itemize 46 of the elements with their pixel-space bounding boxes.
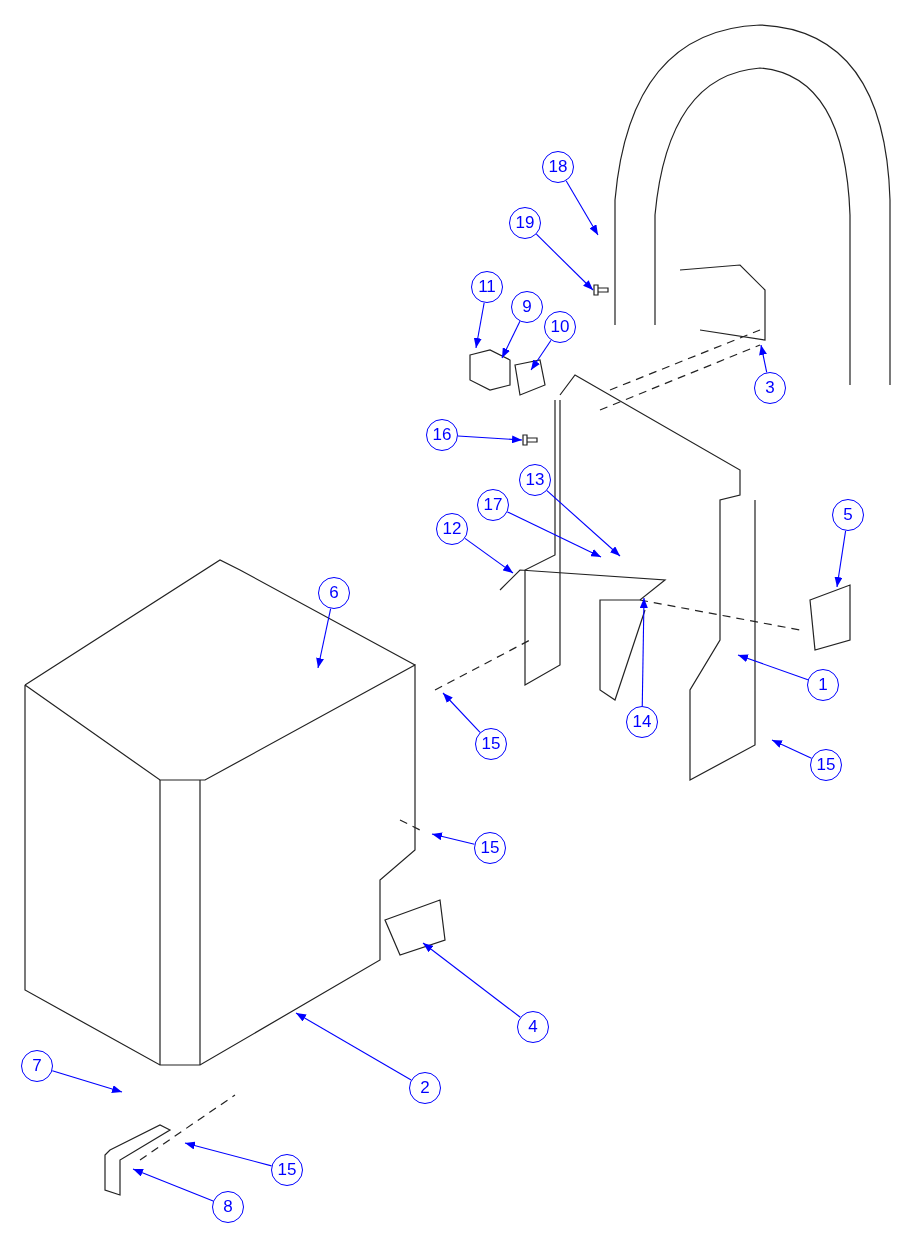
callout-number: 14 (626, 706, 658, 738)
callout-number: 17 (477, 489, 509, 521)
leader-line (639, 597, 648, 707)
leader-line (530, 339, 552, 371)
callout-number: 12 (436, 513, 468, 545)
callout-number: 6 (318, 577, 350, 609)
callout-number: 3 (754, 372, 786, 404)
leader-line (834, 530, 847, 588)
callout-number: 18 (542, 151, 574, 183)
leader-line (473, 302, 485, 349)
leader-line (464, 537, 514, 574)
callout-number: 15 (474, 832, 506, 864)
leader-line (51, 1070, 123, 1093)
screw-drawing (593, 284, 609, 296)
callout-number: 19 (509, 207, 541, 239)
callout-number: 2 (409, 1072, 441, 1104)
leader-line (737, 654, 809, 681)
leader-line (295, 1012, 412, 1081)
leader-line (759, 344, 768, 373)
leader-line (316, 608, 332, 669)
callout-number: 9 (511, 291, 543, 323)
callout-number: 13 (519, 464, 551, 496)
leader-line (431, 832, 475, 845)
callout-number: 8 (212, 1191, 244, 1223)
callout-number: 15 (475, 728, 507, 760)
leader-line (546, 490, 621, 557)
leader-line (565, 180, 599, 236)
callout-number: 15 (271, 1154, 303, 1186)
callout-number: 7 (21, 1050, 53, 1082)
leader-line (184, 1141, 273, 1167)
leader-line (771, 739, 813, 759)
leader-line (132, 1168, 214, 1202)
leader-line (535, 233, 594, 291)
callout-number: 4 (517, 1011, 549, 1043)
callout-number: 5 (832, 499, 864, 531)
leader-line (442, 692, 481, 733)
callout-number: 1 (807, 669, 839, 701)
callout-number: 10 (544, 311, 576, 343)
callout-number: 15 (810, 749, 842, 781)
leader-line (501, 320, 521, 359)
leader-line (422, 942, 521, 1018)
callout-number: 11 (471, 271, 503, 303)
leader-line (457, 435, 523, 444)
leader-line (506, 511, 602, 558)
screw-drawing (522, 434, 538, 446)
callout-number: 16 (426, 419, 458, 451)
